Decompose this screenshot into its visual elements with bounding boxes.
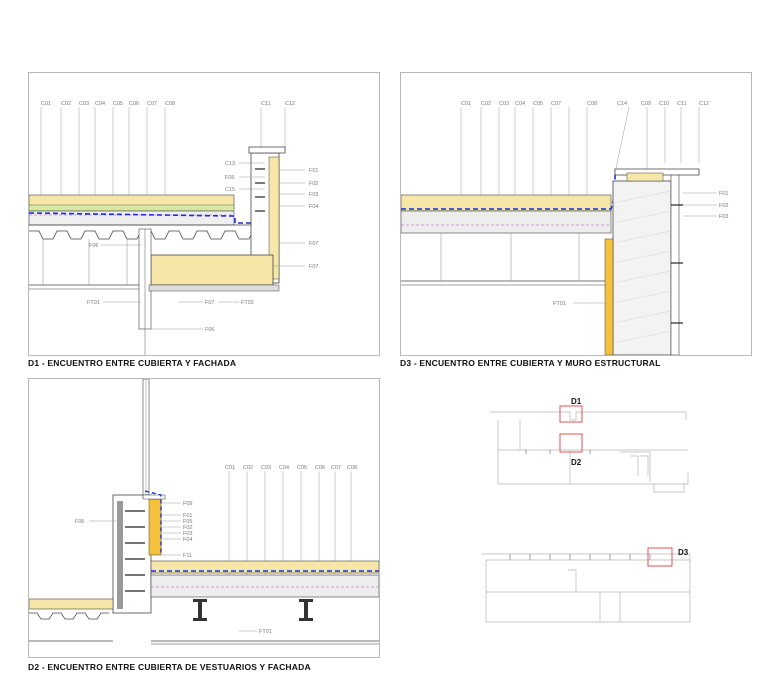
d2-right-label-5: F04: [183, 537, 192, 543]
d1-right-label-4: F07: [309, 241, 318, 247]
d2-right-label-6: F11: [183, 553, 192, 559]
d3-right-label-1: F02: [719, 203, 728, 209]
d1-side-label-0: C13: [225, 161, 235, 167]
d1-right-label-3: F04: [309, 204, 318, 210]
d1-right-label-1: F02: [309, 181, 318, 187]
d1-top-label-6: C07: [147, 101, 157, 107]
d3-parapet-label-4: C12: [699, 101, 709, 107]
d1-top-label-3: C04: [95, 101, 105, 107]
detail-d2-caption: D2 - ENCUENTRO ENTRE CUBIERTA DE VESTUAR…: [28, 662, 311, 672]
d1-bottom-label-3: F06: [205, 327, 214, 333]
d1-top-label-1: C02: [61, 101, 71, 107]
d3-bottom-label: FT01: [553, 301, 566, 307]
d2-top-label-2: C03: [261, 465, 271, 471]
d3-right-label-2: F03: [719, 214, 728, 220]
d1-side-label-2: C15: [225, 187, 235, 193]
d1-side-label-1: F05: [225, 175, 234, 181]
detail-d3-caption: D3 - ENCUENTRO ENTRE CUBIERTA Y MURO EST…: [400, 358, 661, 368]
d3-parapet-label-0: C14: [617, 101, 627, 107]
d2-top-label-1: C02: [243, 465, 253, 471]
d1-top-label-2: C03: [79, 101, 89, 107]
d1-bottom-label-1: F07: [205, 300, 214, 306]
d1-bottom-label-2: FT02: [241, 300, 254, 306]
d2-right-label-2: F05: [183, 519, 192, 525]
d1-top-label-5: C06: [129, 101, 139, 107]
marker-d3-label: D3: [678, 548, 689, 557]
d3-parapet-label-3: C11: [677, 101, 687, 107]
d2-top-label-5: C06: [315, 465, 325, 471]
d2-right-label-4: F03: [183, 531, 192, 537]
d2-right-label-3: F02: [183, 525, 192, 531]
d3-top-label-1: C02: [481, 101, 491, 107]
marker-d1-label: D1: [571, 397, 582, 406]
d3-top-label-5: C07: [551, 101, 561, 107]
d2-top-label-3: C04: [279, 465, 289, 471]
detail-d2-drawing: C01 C02 C03 C04 C05 C06 C07 C08 F09 F01 …: [28, 378, 380, 658]
d2-right-label-0: F09: [183, 501, 192, 507]
d1-right-label-2: F03: [309, 192, 318, 198]
d1-top-label-7: C08: [165, 101, 175, 107]
d1-right-label-5: F07: [309, 264, 318, 270]
d1-top-label-0: C01: [41, 101, 51, 107]
d3-top-label-6: C08: [587, 101, 597, 107]
d2-left-label: F06: [75, 519, 84, 525]
d3-parapet-label-2: C10: [659, 101, 669, 107]
d2-top-label-6: C07: [331, 465, 341, 471]
d1-right-label-0: F01: [309, 168, 318, 174]
d2-right-label-1: F01: [183, 513, 192, 519]
detail-d1-caption: D1 - ENCUENTRO ENTRE CUBIERTA Y FACHADA: [28, 358, 237, 368]
d2-top-label-4: C05: [297, 465, 307, 471]
d1-parapet-label-1: C12: [285, 101, 295, 107]
key-plan: [470, 392, 730, 647]
d3-top-label-4: C05: [533, 101, 543, 107]
d1-parapet-label-0: C11: [261, 101, 271, 107]
d2-top-label-7: C08: [347, 465, 357, 471]
d3-top-label-3: C04: [515, 101, 525, 107]
d3-right-label-0: F01: [719, 191, 728, 197]
marker-d2-label: D2: [571, 458, 582, 467]
d2-top-label-0: C01: [225, 465, 235, 471]
d1-bottom-label-0: FT01: [87, 300, 100, 306]
d2-bottom-label: FT01: [259, 629, 272, 635]
detail-d3-drawing: C01 C02 C03 C04 C05 C07 C08 C14 C09 C10 …: [400, 72, 752, 356]
d1-top-label-4: C05: [113, 101, 123, 107]
d3-top-label-2: C03: [499, 101, 509, 107]
detail-d1-drawing: C01 C02 C03 C04 C05 C06 C07 C08 C11 C12 …: [28, 72, 380, 356]
d1-left-label: F06: [89, 243, 98, 249]
d3-parapet-label-1: C09: [641, 101, 651, 107]
d3-top-label-0: C01: [461, 101, 471, 107]
